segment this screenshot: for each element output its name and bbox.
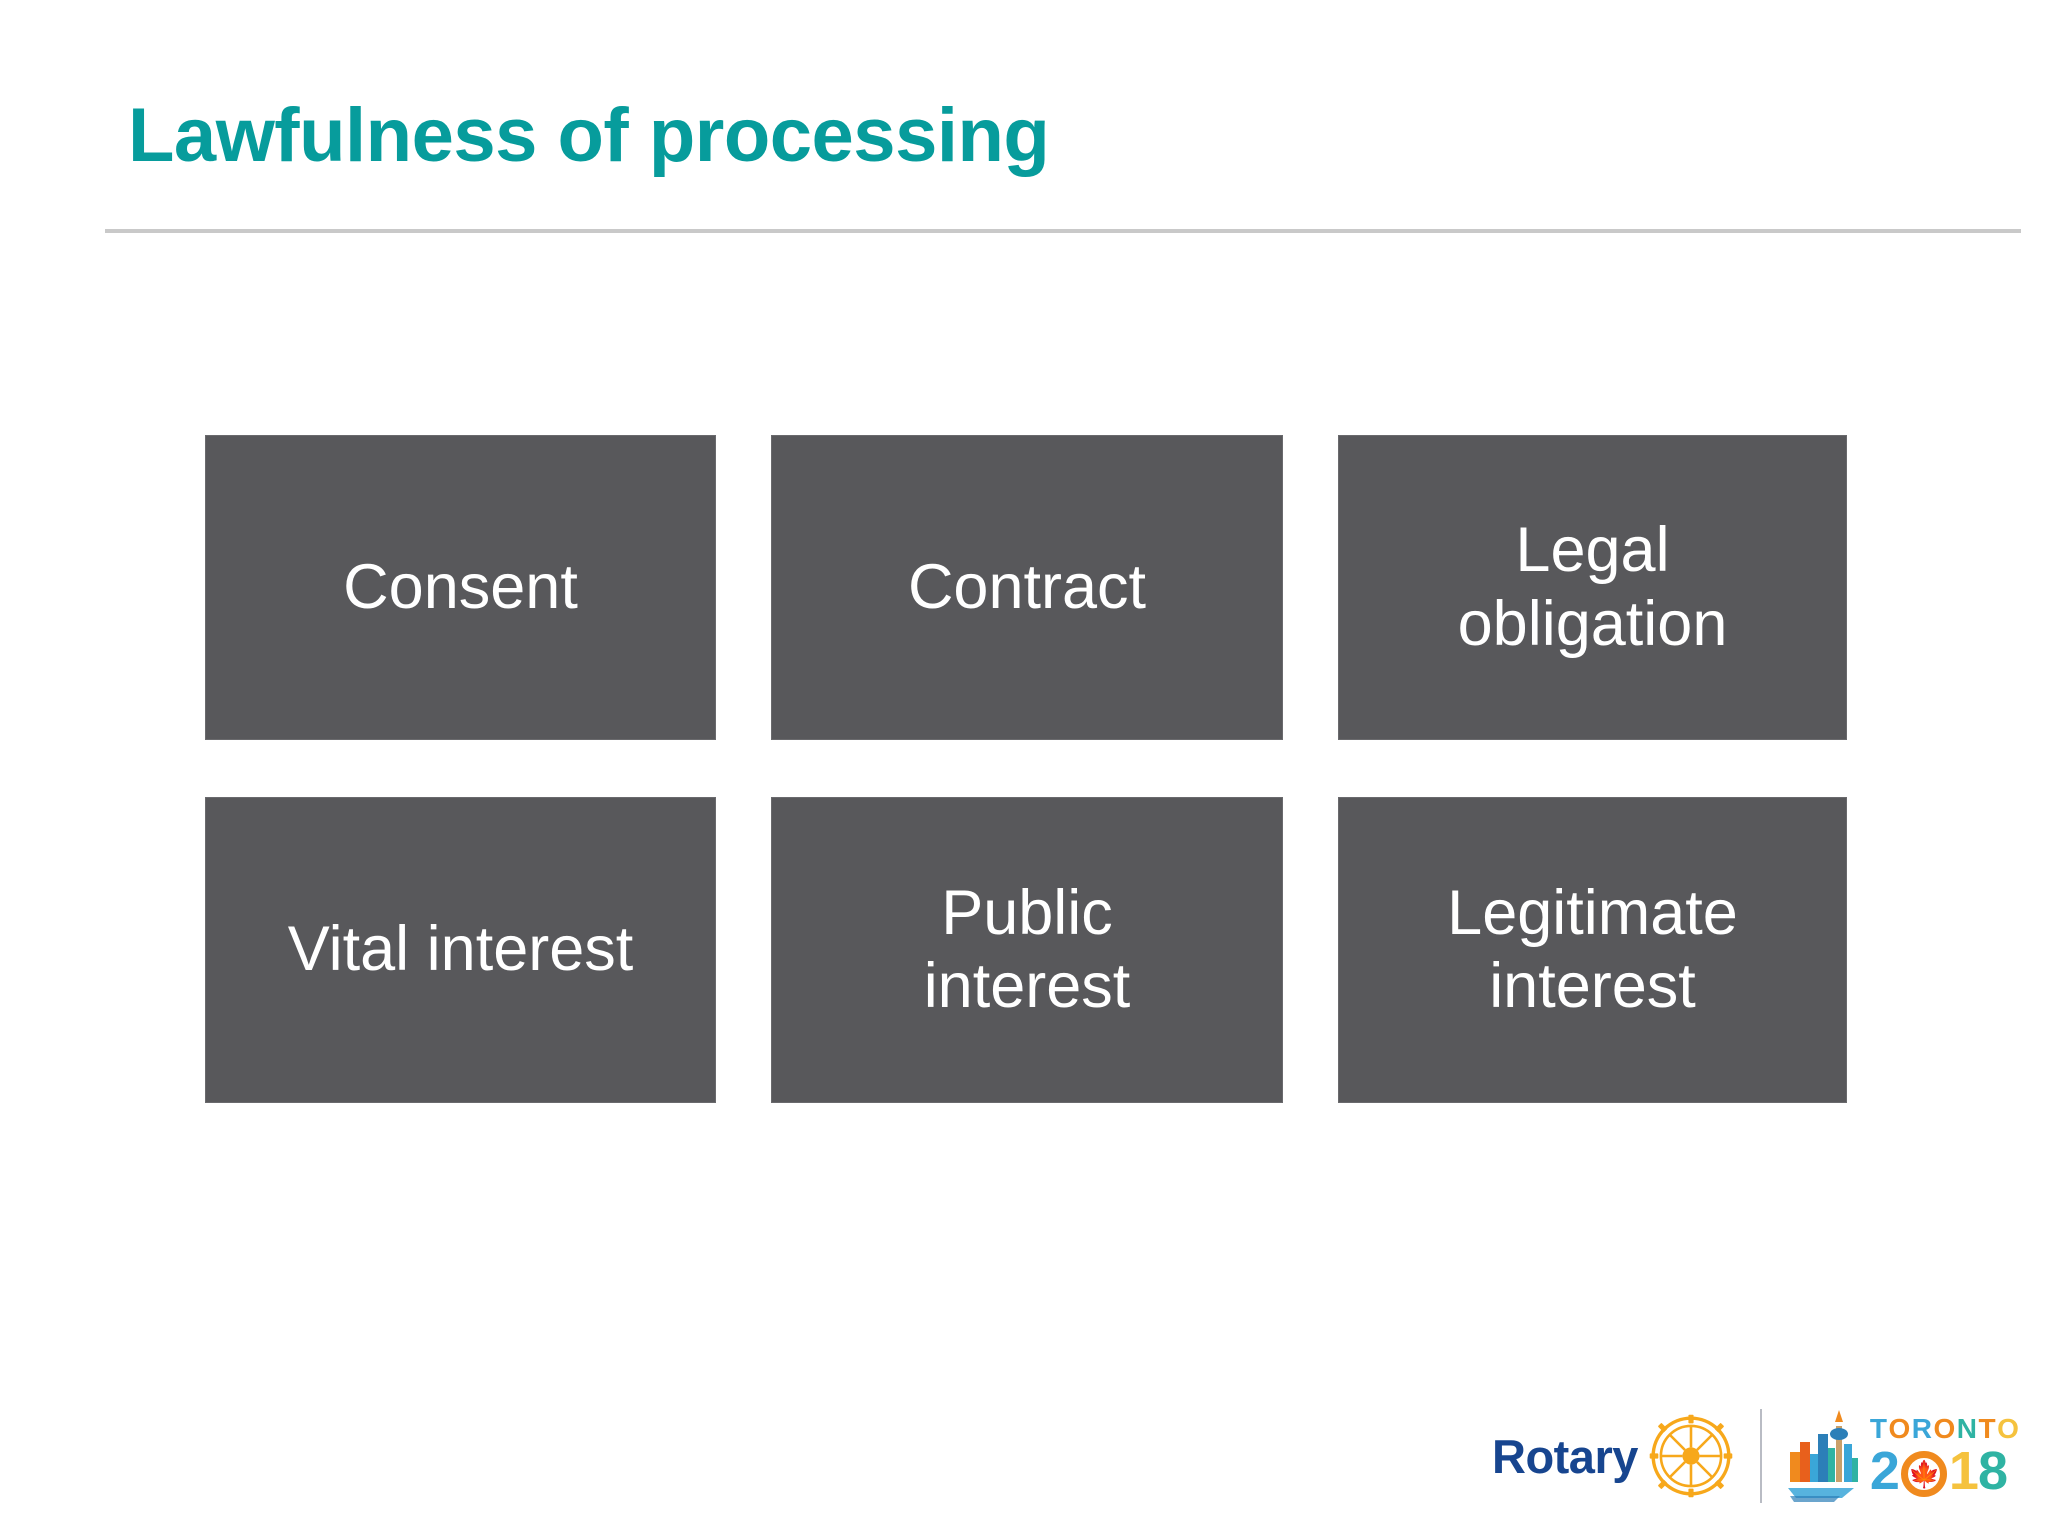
basis-box-label: Legitimate interest — [1447, 877, 1738, 1021]
basis-box-legal-obligation[interactable]: Legal obligation — [1338, 435, 1847, 740]
basis-box-label: Public interest — [923, 877, 1131, 1021]
footer-logo-lockup: Rotary — [1492, 1394, 2032, 1518]
toronto-year: 2 🍁 1 8 — [1870, 1444, 2021, 1498]
title-block: Lawfulness of processing — [128, 96, 1928, 176]
toronto-skyline-icon — [1784, 1408, 1864, 1504]
year-digit-8: 8 — [1977, 1440, 2008, 1501]
basis-box-consent[interactable]: Consent — [205, 435, 716, 740]
year-digit-0-with-maple-leaf: 🍁 — [1900, 1450, 1947, 1497]
basis-box-public-interest[interactable]: Public interest — [771, 797, 1283, 1103]
rotary-gear-icon — [1648, 1413, 1734, 1499]
year-digit-2: 2 — [1869, 1440, 1900, 1501]
basis-box-contract[interactable]: Contract — [771, 435, 1283, 740]
year-digit-1: 1 — [1948, 1440, 1979, 1501]
toronto-letter: O — [1933, 1412, 1957, 1444]
page-title: Lawfulness of processing — [128, 93, 1050, 178]
toronto-letter: N — [1956, 1412, 1979, 1444]
rotary-logo: Rotary — [1492, 1394, 1734, 1518]
toronto-letter: O — [1997, 1412, 2021, 1444]
basis-box-label: Vital interest — [287, 914, 634, 985]
basis-box-label: Legal obligation — [1457, 515, 1728, 659]
basis-box-legitimate-interest[interactable]: Legitimate interest — [1338, 797, 1847, 1103]
maple-leaf-icon: 🍁 — [1908, 1458, 1940, 1489]
logo-divider — [1759, 1409, 1762, 1503]
toronto-letter: T — [1978, 1412, 1998, 1444]
basis-box-label: Contract — [907, 551, 1147, 622]
lawful-basis-grid: Consent Contract Legal obligation Vital … — [205, 435, 1847, 1103]
title-divider-rule — [105, 229, 2021, 233]
rotary-wordmark: Rotary — [1492, 1429, 1638, 1483]
toronto-letter: O — [1888, 1412, 1912, 1444]
toronto-letter: R — [1911, 1412, 1934, 1444]
toronto-letter: T — [1869, 1412, 1889, 1444]
basis-box-vital-interest[interactable]: Vital interest — [205, 797, 716, 1103]
basis-box-label: Consent — [343, 551, 578, 622]
